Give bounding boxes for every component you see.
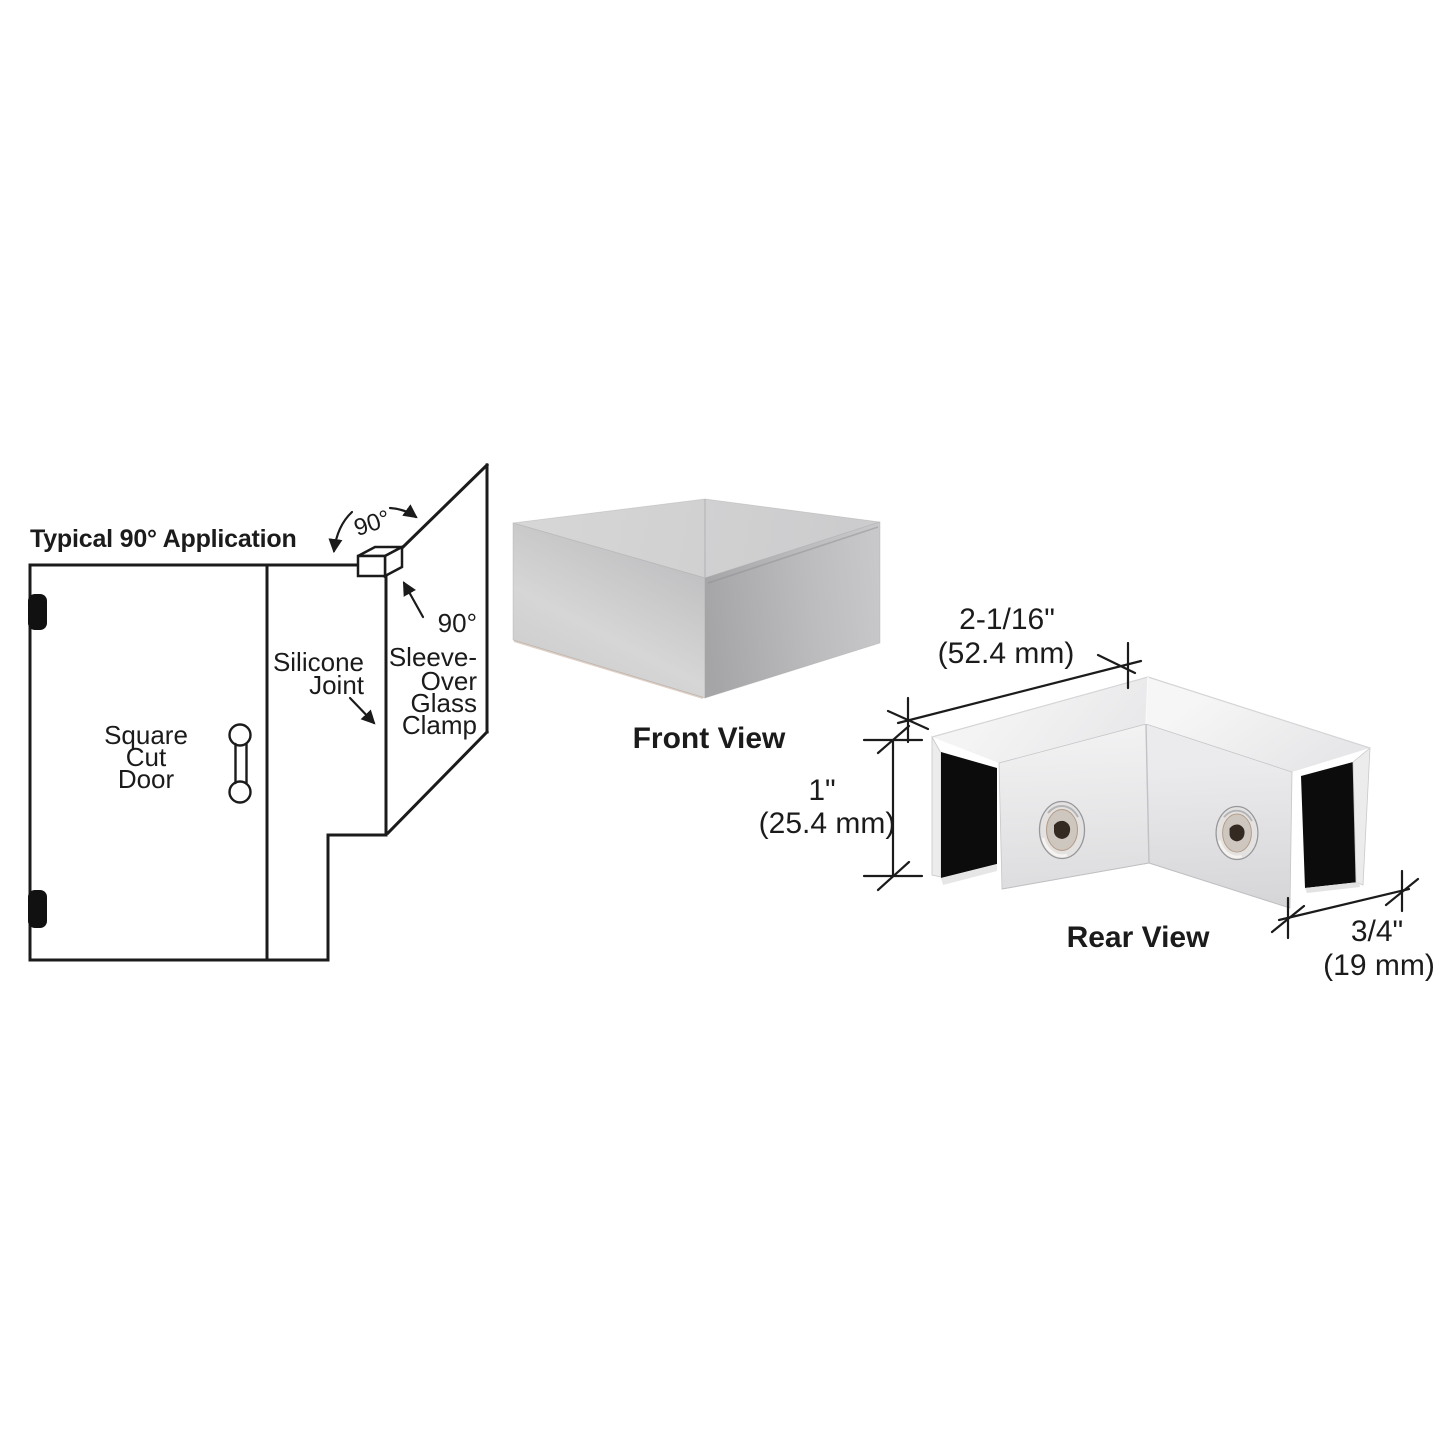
clamp-label-line-4: Glass xyxy=(411,688,477,718)
door-label-line-1: Square xyxy=(104,720,188,750)
rear-left-wall xyxy=(931,735,942,878)
socket-screw-right xyxy=(1215,805,1259,861)
rear-view: 2-1/16" (52.4 mm) 1" (25.4 mm) 3/4" (19 … xyxy=(759,603,1435,982)
dim-width-inches: 2-1/16" xyxy=(959,603,1055,636)
clamp-label-line-2: Sleeve- xyxy=(389,642,477,672)
front-right-face xyxy=(704,521,881,699)
joint-label-line-2: Joint xyxy=(309,670,365,700)
clamp-callout-arrow xyxy=(402,581,425,619)
rear-view-photo xyxy=(931,676,1371,909)
front-view: Front View xyxy=(512,498,881,755)
door-hinge-bottom xyxy=(28,890,47,928)
dim-height: 1" (25.4 mm) xyxy=(759,724,924,892)
front-bottom-reflection xyxy=(513,640,704,699)
rear-center-crease xyxy=(1145,723,1150,864)
return-panel-outline xyxy=(385,462,490,836)
door-label-line-3: Door xyxy=(118,764,175,794)
door-hinge-top xyxy=(28,594,47,630)
hex-socket-icon xyxy=(1229,824,1245,842)
dim-depth: 3/4" (19 mm) xyxy=(1270,869,1435,982)
rear-view-label: Rear View xyxy=(1067,921,1211,954)
panel-step-lines xyxy=(265,833,388,962)
rear-top-right xyxy=(1146,677,1370,772)
dim-height-inches: 1" xyxy=(808,774,835,807)
dim-width-ticks xyxy=(886,641,1137,744)
rear-right-bottom-sliver xyxy=(1305,882,1360,893)
angle-arrow-left xyxy=(328,510,354,554)
front-top-seam xyxy=(707,526,879,584)
clamp-callout-label: 90° Sleeve- Over Glass Clamp xyxy=(389,581,478,740)
rear-right-wall xyxy=(1352,747,1371,886)
rear-top-edge-right xyxy=(1147,676,1371,749)
front-view-photo xyxy=(512,498,881,699)
dim-depth-line xyxy=(1277,887,1411,922)
diagram-title: Typical 90° Application xyxy=(30,525,297,553)
dim-depth-ticks xyxy=(1270,869,1420,940)
glass-slot-right xyxy=(1301,762,1359,888)
application-diagram: Typical 90° Application 90° xyxy=(28,462,490,962)
dim-depth-inches: 3/4" xyxy=(1351,915,1403,948)
rear-left-bottom-sliver xyxy=(941,864,997,885)
clamp-label-line-5: Clamp xyxy=(402,710,477,740)
door-label: Square Cut Door xyxy=(104,720,188,794)
socket-screw-left xyxy=(1038,800,1086,860)
clamp-label-line-1: 90° xyxy=(438,608,477,638)
angle-arrow-right xyxy=(388,504,418,519)
dim-height-mm: (25.4 mm) xyxy=(759,807,896,840)
joint-label-line-1: Silicone xyxy=(273,647,364,677)
silicone-joint-label: Silicone Joint xyxy=(273,647,376,725)
door-label-line-2: Cut xyxy=(126,742,167,772)
corner-clamp-symbol xyxy=(356,544,404,579)
dim-width: 2-1/16" (52.4 mm) xyxy=(886,603,1143,744)
dim-width-mm: (52.4 mm) xyxy=(938,637,1075,670)
door-outline xyxy=(28,563,269,962)
silicone-joint-arrow xyxy=(348,696,376,725)
rear-top-left xyxy=(932,677,1148,763)
glass-slot-left xyxy=(941,752,997,878)
door-handle xyxy=(228,723,252,804)
hex-socket-icon xyxy=(1054,820,1071,839)
rear-top-edge-left xyxy=(931,676,1149,738)
rear-apex-crease xyxy=(1145,676,1149,725)
clamp-label-line-3: Over xyxy=(421,666,478,696)
angle-arc: 90° xyxy=(328,504,418,554)
front-view-label: Front View xyxy=(633,722,786,755)
rear-bottom-edge-left xyxy=(1001,862,1150,890)
dim-height-ticks xyxy=(862,724,924,892)
angle-label: 90° xyxy=(351,505,394,542)
dim-width-line xyxy=(896,659,1143,725)
rear-bottom-edge-right xyxy=(1148,862,1291,909)
dim-depth-mm: (19 mm) xyxy=(1323,949,1435,982)
